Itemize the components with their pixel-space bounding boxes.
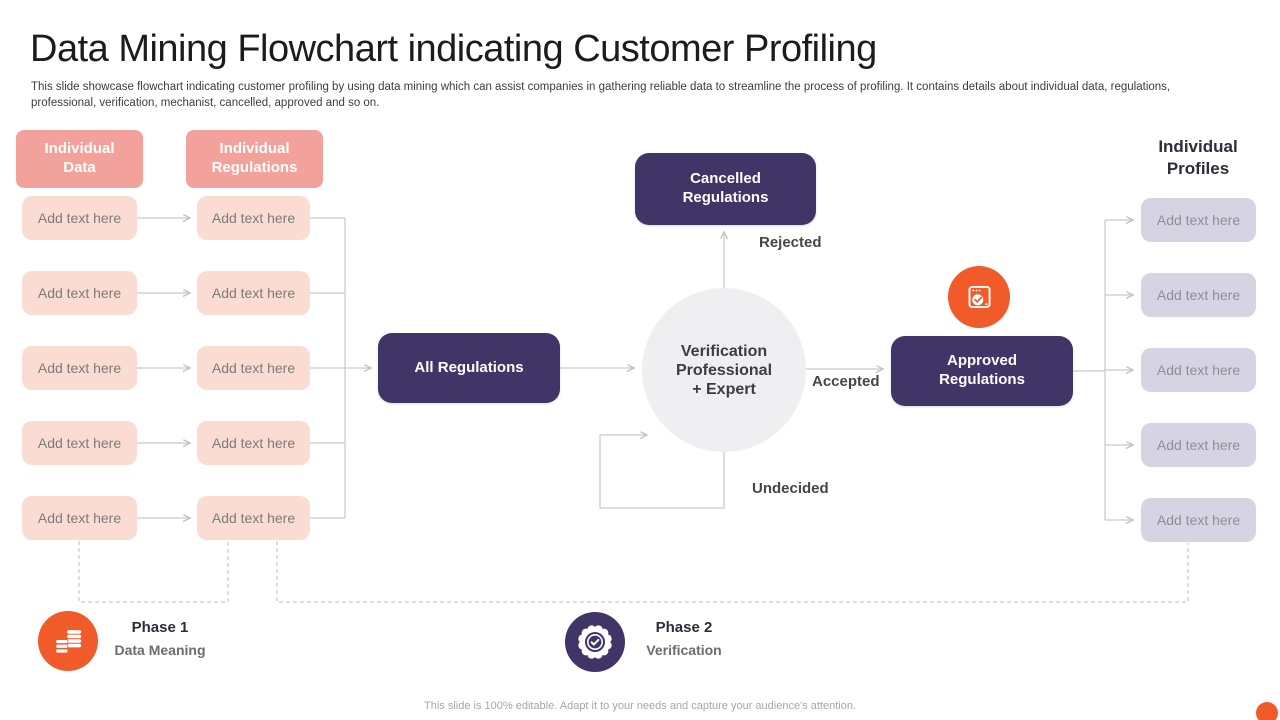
placeholder-box[interactable]: Add text here <box>1141 348 1256 392</box>
column-header-individual-regulations: Individual Regulations <box>186 130 323 188</box>
node-label: Approved Regulations <box>939 352 1025 388</box>
column-header-individual-profiles: Individual Profiles <box>1128 136 1268 180</box>
column-header-label: Individual Profiles <box>1158 137 1238 179</box>
placeholder-box[interactable]: Add text here <box>197 196 310 240</box>
flow-label-undecided: Undecided <box>752 480 829 497</box>
phase-title: Phase 1 <box>131 619 189 636</box>
placeholder-box[interactable]: Add text here <box>1141 273 1256 317</box>
browser-check-icon <box>948 266 1010 328</box>
node-approved-regulations: Approved Regulations <box>891 336 1073 406</box>
placeholder-box[interactable]: Add text here <box>22 421 137 465</box>
phase-2-text: Phase 2 Verification <box>624 619 744 658</box>
placeholder-box[interactable]: Add text here <box>1141 423 1256 467</box>
placeholder-box[interactable]: Add text here <box>1141 498 1256 542</box>
placeholder-box[interactable]: Add text here <box>22 196 137 240</box>
page-title: Data Mining Flowchart indicating Custome… <box>30 28 877 70</box>
phase-1-text: Phase 1 Data Meaning <box>100 619 220 658</box>
node-label: All Regulations <box>414 358 524 376</box>
phase-subtitle: Data Meaning <box>114 642 206 658</box>
flow-label-accepted: Accepted <box>812 373 880 390</box>
phase-title: Phase 2 <box>655 619 713 636</box>
page-subtitle: This slide showcase flowchart indicating… <box>31 81 1171 109</box>
placeholder-box[interactable]: Add text here <box>197 496 310 540</box>
circle-line: + Expert <box>692 380 756 398</box>
database-icon <box>38 611 98 671</box>
placeholder-box[interactable]: Add text here <box>22 271 137 315</box>
placeholder-box[interactable]: Add text here <box>22 496 137 540</box>
node-cancelled-regulations: Cancelled Regulations <box>635 153 816 225</box>
node-all-regulations: All Regulations <box>378 333 560 403</box>
node-label: Cancelled Regulations <box>682 170 769 206</box>
placeholder-box[interactable]: Add text here <box>1141 198 1256 242</box>
node-verification-circle: Verification Professional + Expert <box>642 288 806 452</box>
footer-note: This slide is 100% editable. Adapt it to… <box>424 700 856 712</box>
column-header-label: Individual Regulations <box>211 140 298 176</box>
placeholder-box[interactable]: Add text here <box>197 346 310 390</box>
badge-check-icon <box>565 612 625 672</box>
placeholder-box[interactable]: Add text here <box>197 271 310 315</box>
phase-subtitle: Verification <box>646 642 722 658</box>
placeholder-box[interactable]: Add text here <box>22 346 137 390</box>
column-header-label: Individual Data <box>44 140 115 176</box>
column-header-individual-data: Individual Data <box>16 130 143 188</box>
circle-line: Professional <box>675 361 773 379</box>
orange-dot <box>1256 702 1278 720</box>
circle-line: Verification <box>680 342 768 360</box>
flow-label-rejected: Rejected <box>759 234 822 251</box>
placeholder-box[interactable]: Add text here <box>197 421 310 465</box>
